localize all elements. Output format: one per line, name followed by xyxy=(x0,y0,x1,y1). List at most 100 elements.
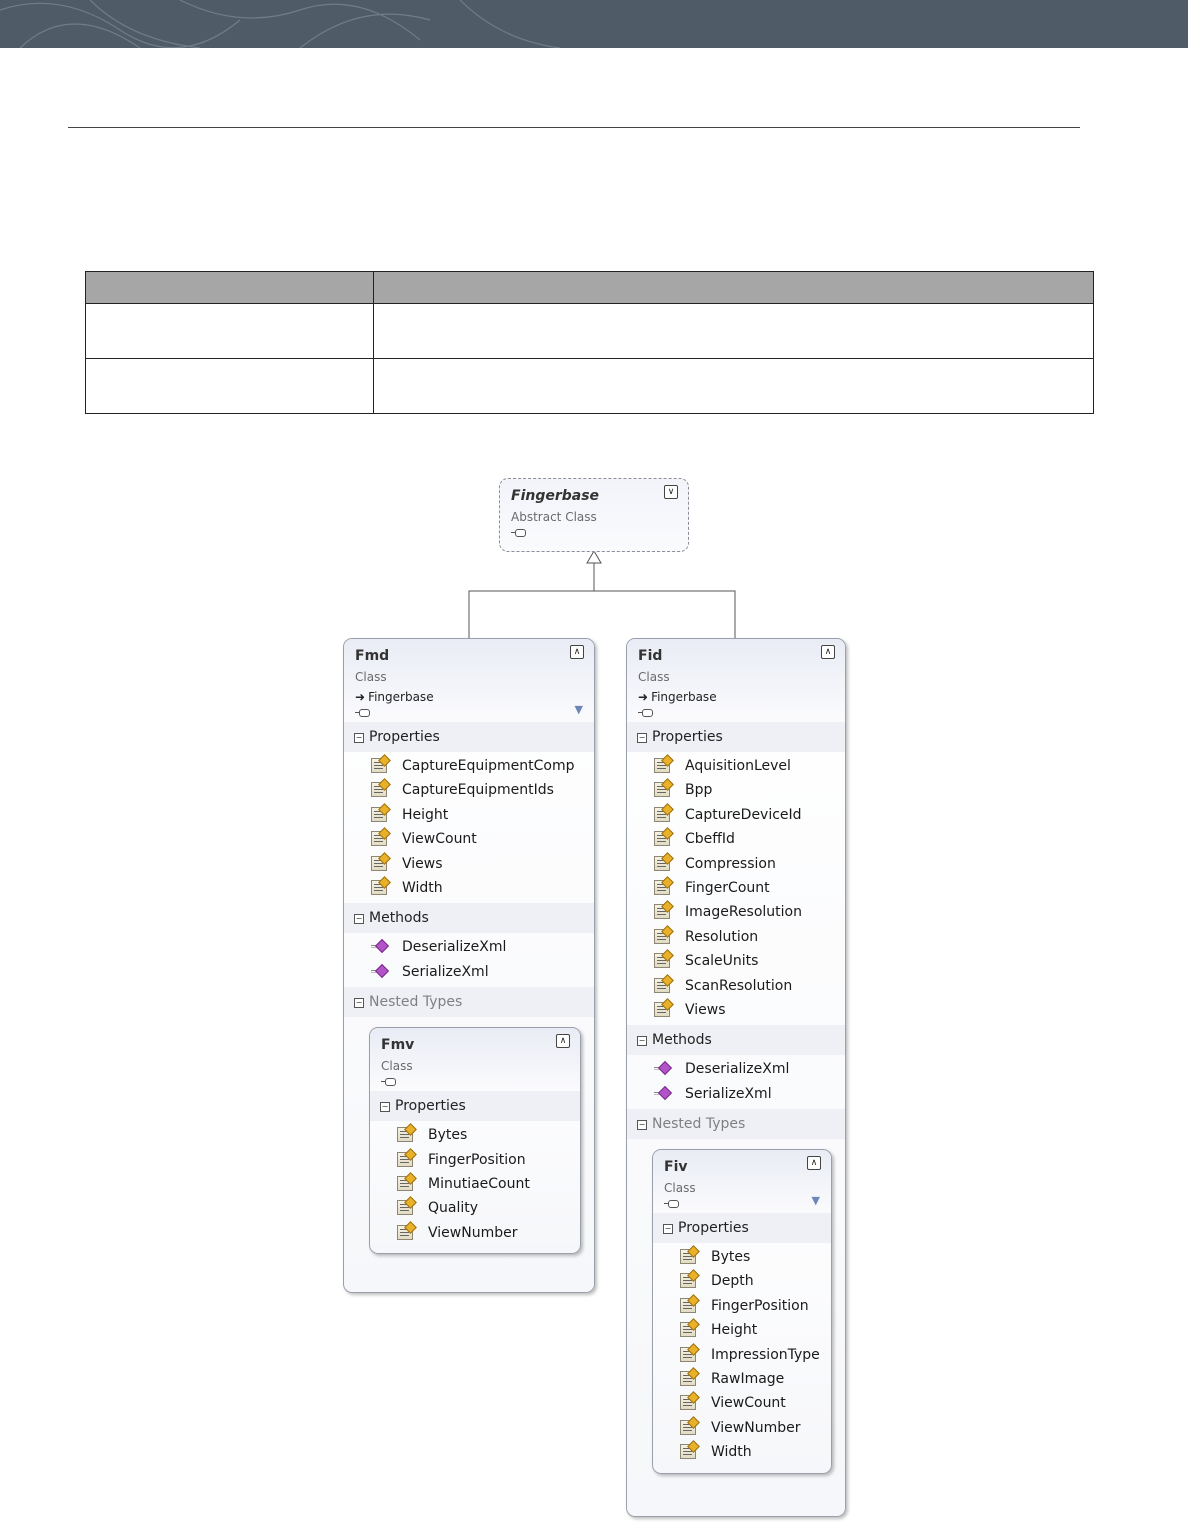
lollipop-icon xyxy=(511,529,526,537)
property-item[interactable]: ScaleUnits xyxy=(627,949,845,973)
class-fid[interactable]: Fid Class ➜Fingerbase ∧ −Properties Aqui… xyxy=(626,638,846,1517)
property-item[interactable]: Bytes xyxy=(370,1123,580,1147)
section-properties[interactable]: −Properties xyxy=(370,1091,580,1122)
filter-icon[interactable]: ▼ xyxy=(574,703,583,716)
table-cell xyxy=(373,358,1094,414)
property-name: FingerPosition xyxy=(428,1151,526,1168)
lollipop-icon xyxy=(638,709,653,717)
property-icon xyxy=(654,904,670,920)
property-item[interactable]: Compression xyxy=(627,852,845,876)
horizontal-rule xyxy=(68,127,1080,128)
property-icon xyxy=(371,806,387,822)
property-item[interactable]: FingerCount xyxy=(627,876,845,900)
base-class-name: Fingerbase xyxy=(368,690,434,704)
property-name: Bpp xyxy=(685,782,713,799)
class-name: Fiv xyxy=(664,1159,688,1176)
collapse-chevrons-icon[interactable]: ∧ xyxy=(570,645,584,659)
section-properties[interactable]: −Properties xyxy=(344,722,594,752)
inheritance-line xyxy=(468,590,736,638)
collapse-minus-icon[interactable]: − xyxy=(637,1036,647,1047)
property-item[interactable]: ViewNumber xyxy=(370,1221,580,1245)
method-item[interactable]: DeserializeXml xyxy=(344,935,594,959)
property-icon xyxy=(654,855,670,871)
collapse-minus-icon[interactable]: − xyxy=(354,733,364,743)
property-icon xyxy=(397,1127,413,1143)
collapse-minus-icon[interactable]: − xyxy=(663,1224,673,1235)
collapse-minus-icon[interactable]: − xyxy=(380,1102,390,1113)
property-icon xyxy=(680,1346,696,1362)
property-item[interactable]: Views xyxy=(627,998,845,1022)
class-fingerbase[interactable]: Fingerbase Abstract Class ∨ xyxy=(499,478,689,552)
property-item[interactable]: Height xyxy=(653,1318,831,1342)
property-icon xyxy=(680,1395,696,1411)
method-item[interactable]: SerializeXml xyxy=(344,960,594,984)
filter-icon[interactable]: ▼ xyxy=(811,1194,820,1208)
collapse-minus-icon[interactable]: − xyxy=(637,1120,647,1131)
property-item[interactable]: Quality xyxy=(370,1196,580,1220)
property-name: CaptureEquipmentComp xyxy=(402,758,575,774)
collapse-chevrons-icon[interactable]: ∧ xyxy=(556,1034,570,1049)
section-nested-types[interactable]: −Nested Types xyxy=(627,1109,845,1140)
property-name: Bytes xyxy=(711,1249,751,1266)
property-icon xyxy=(680,1273,696,1289)
property-item[interactable]: ViewNumber xyxy=(653,1416,831,1440)
property-item[interactable]: FingerPosition xyxy=(370,1148,580,1172)
collapse-chevrons-icon[interactable]: ∧ xyxy=(821,645,835,659)
property-item[interactable]: Views xyxy=(344,852,594,876)
table-header-row xyxy=(85,271,1094,304)
class-kind: Abstract Class xyxy=(511,510,597,524)
property-item[interactable]: CaptureDeviceId xyxy=(627,803,845,827)
property-name: Height xyxy=(402,806,449,823)
method-item[interactable]: SerializeXml xyxy=(627,1082,845,1106)
inheritance-arrowhead xyxy=(586,550,602,564)
property-item[interactable]: ImageResolution xyxy=(627,900,845,924)
property-item[interactable]: AquisitionLevel xyxy=(627,754,845,778)
property-item[interactable]: CaptureEquipmentIds xyxy=(344,778,594,802)
property-item[interactable]: CaptureEquipmentComp xyxy=(344,754,594,778)
class-kind: Class xyxy=(638,670,670,684)
property-item[interactable]: CbeffId xyxy=(627,827,845,851)
section-nested-types[interactable]: −Nested Types xyxy=(344,987,594,1018)
property-item[interactable]: ScanResolution xyxy=(627,974,845,998)
property-item[interactable]: Bytes xyxy=(653,1245,831,1269)
class-header: Fid Class ➜Fingerbase ∧ xyxy=(627,639,845,722)
property-icon xyxy=(397,1175,413,1191)
section-label: Nested Types xyxy=(652,1116,746,1133)
collapse-minus-icon[interactable]: − xyxy=(637,733,647,743)
section-methods[interactable]: −Methods xyxy=(344,903,594,934)
property-name: Height xyxy=(711,1322,758,1339)
property-item[interactable]: RawImage xyxy=(653,1367,831,1391)
section-properties[interactable]: −Properties xyxy=(653,1213,831,1244)
class-fmd[interactable]: Fmd Class ➜Fingerbase ∧ ▼ −Properties Ca… xyxy=(343,638,595,1293)
class-name: Fid xyxy=(638,648,663,664)
property-item[interactable]: FingerPosition xyxy=(653,1294,831,1318)
property-name: ScaleUnits xyxy=(685,953,759,970)
method-item[interactable]: DeserializeXml xyxy=(627,1057,845,1081)
property-icon xyxy=(654,928,670,944)
section-properties[interactable]: −Properties xyxy=(627,722,845,752)
property-item[interactable]: ViewCount xyxy=(344,827,594,851)
property-item[interactable]: Height xyxy=(344,803,594,827)
property-item[interactable]: Width xyxy=(344,876,594,900)
collapse-chevrons-icon[interactable]: ∧ xyxy=(807,1156,821,1171)
property-item[interactable]: MinutiaeCount xyxy=(370,1172,580,1196)
collapse-minus-icon[interactable]: − xyxy=(354,914,364,925)
property-item[interactable]: Depth xyxy=(653,1269,831,1293)
property-item[interactable]: Resolution xyxy=(627,925,845,949)
collapse-minus-icon[interactable]: − xyxy=(354,998,364,1009)
property-item[interactable]: ViewCount xyxy=(653,1391,831,1415)
property-item[interactable]: Bpp xyxy=(627,778,845,802)
expand-chevrons-icon[interactable]: ∨ xyxy=(664,485,678,499)
property-name: Width xyxy=(402,879,443,896)
method-name: SerializeXml xyxy=(685,1085,772,1102)
section-methods[interactable]: −Methods xyxy=(627,1025,845,1056)
property-item[interactable]: Width xyxy=(653,1440,831,1464)
property-item[interactable]: ImpressionType xyxy=(653,1343,831,1367)
table-row xyxy=(85,358,1094,414)
property-name: CaptureDeviceId xyxy=(685,806,802,823)
